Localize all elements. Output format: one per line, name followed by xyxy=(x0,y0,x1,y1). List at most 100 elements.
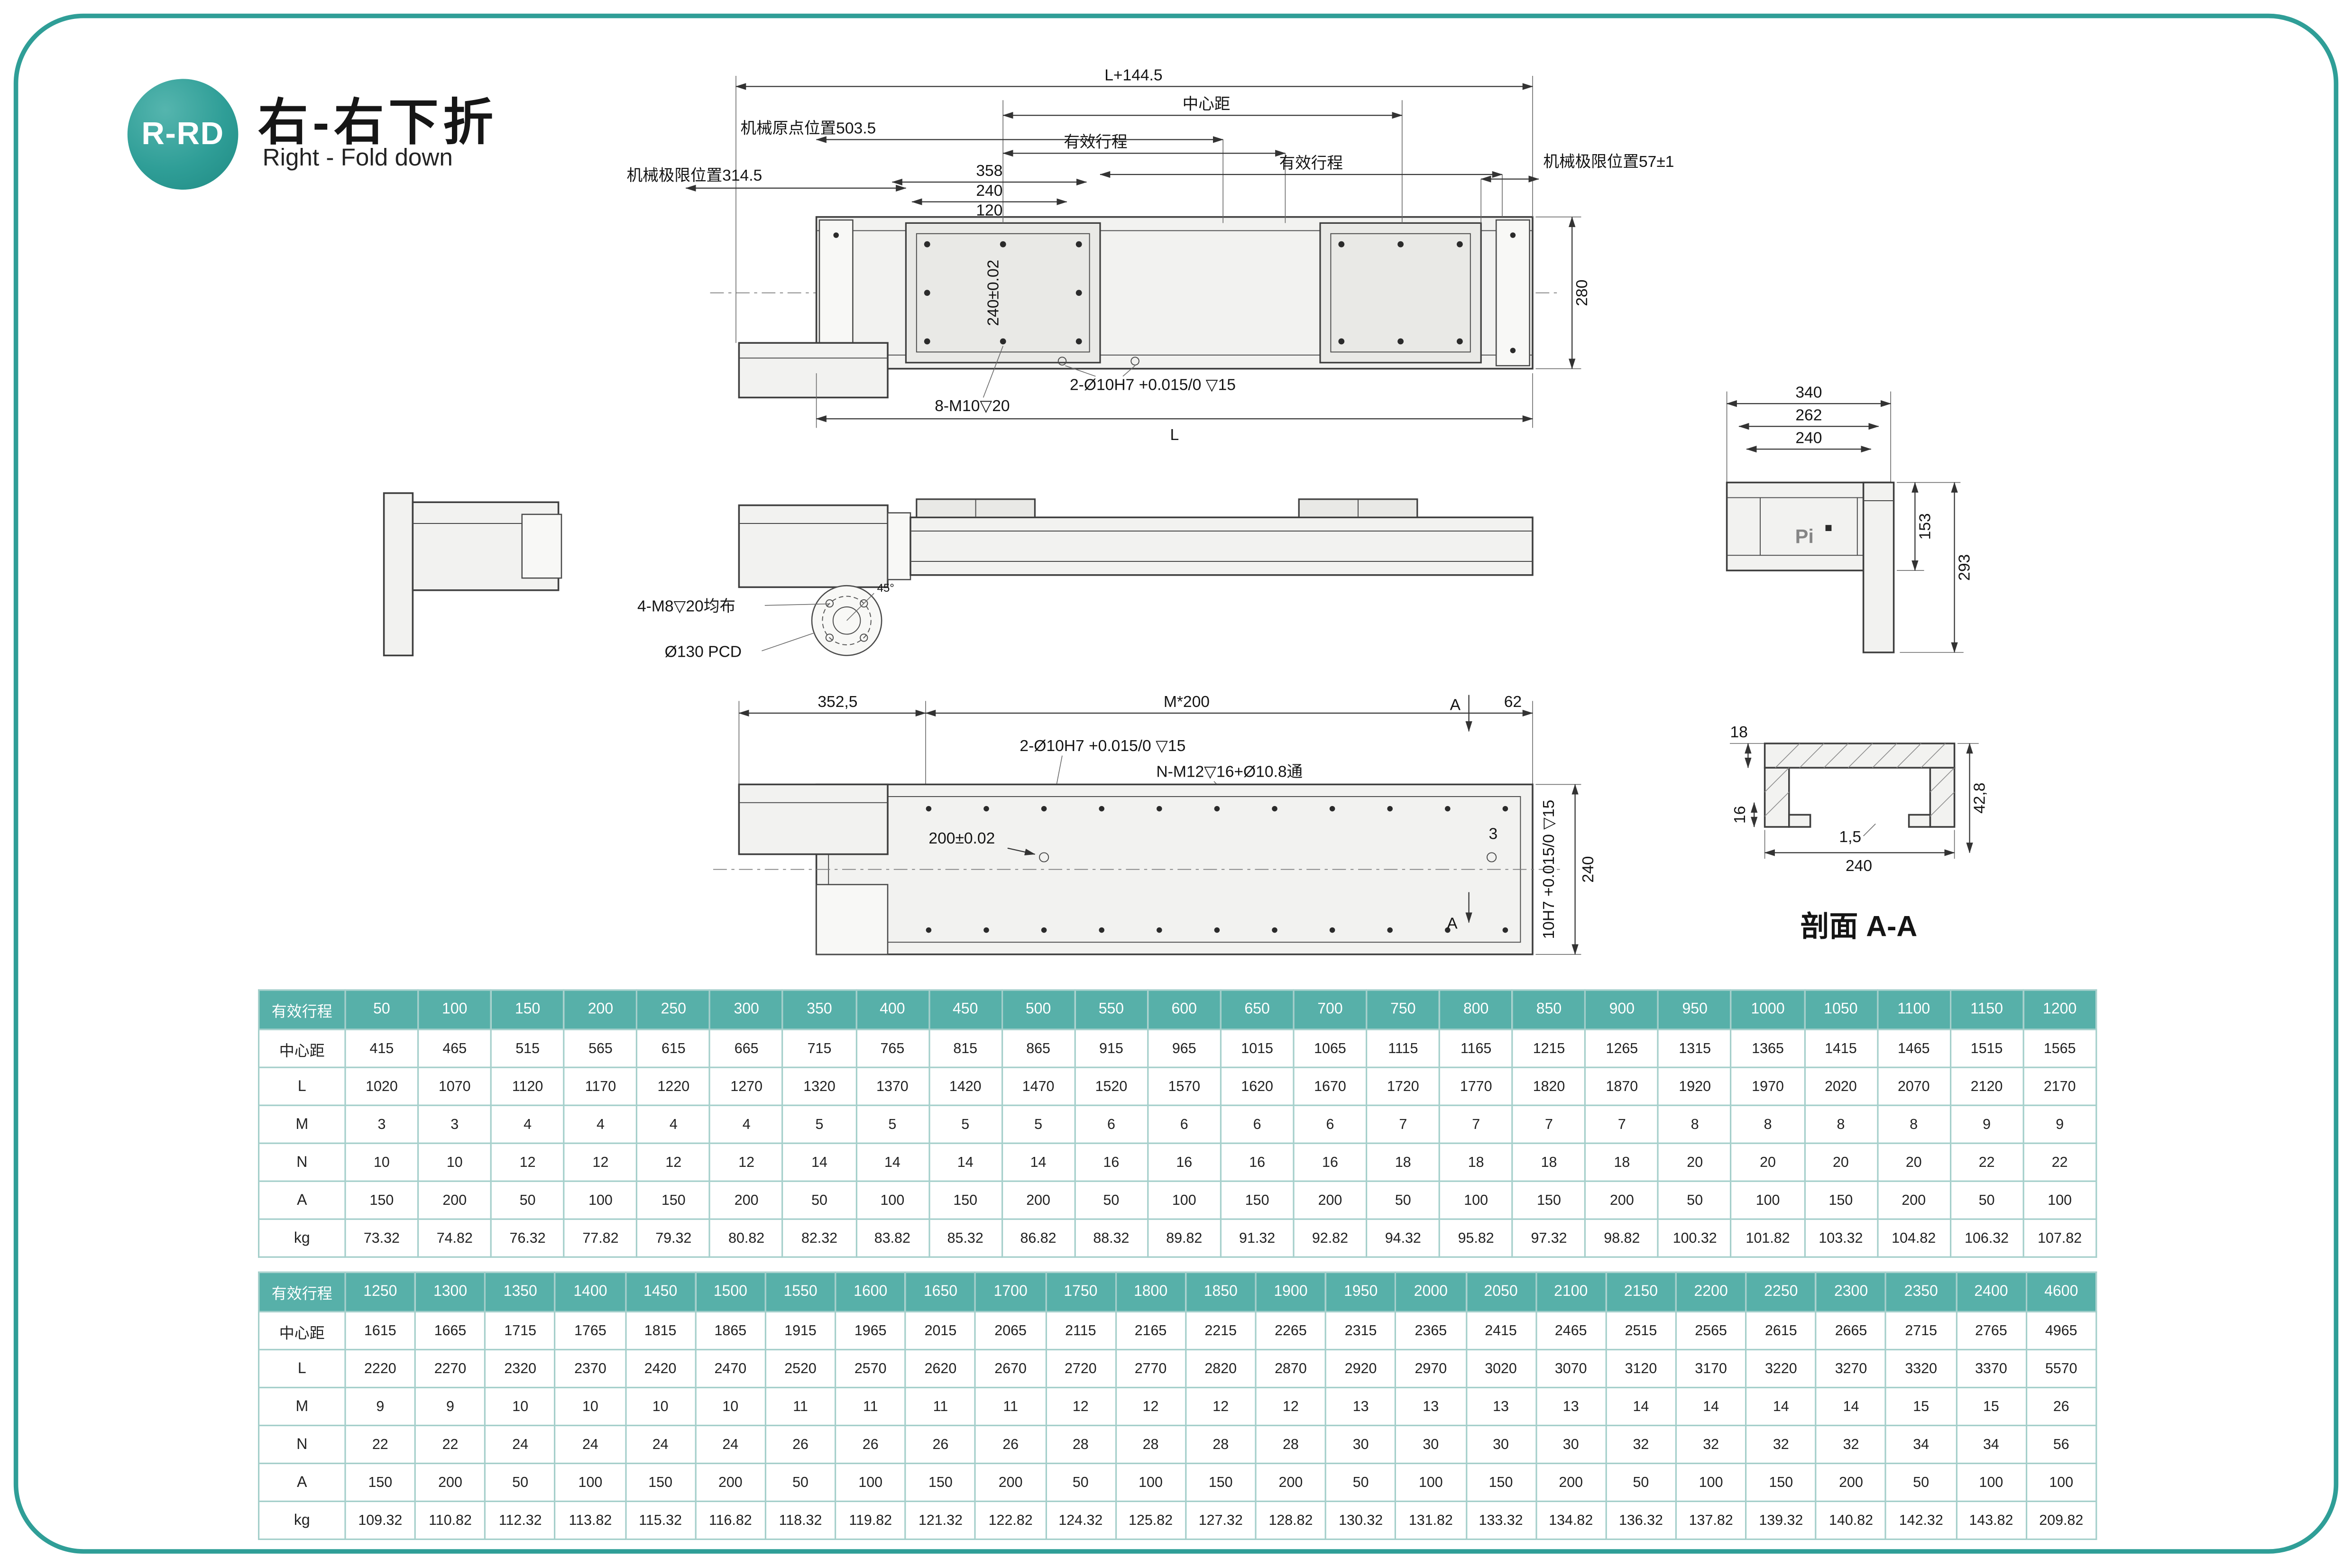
table-cell: 100 xyxy=(1955,1462,2027,1503)
dim-label: 240 xyxy=(976,182,1002,200)
table-cell: 109.32 xyxy=(344,1500,416,1540)
table-cell: 550 xyxy=(1074,989,1148,1030)
table-cell: 122.82 xyxy=(974,1500,1047,1540)
table-cell: 2200 xyxy=(1675,1271,1747,1313)
table-cell: 5 xyxy=(782,1104,857,1144)
table-cell: 32 xyxy=(1605,1424,1677,1465)
dim-label: 358 xyxy=(976,162,1002,180)
table-cell: L xyxy=(258,1066,346,1106)
table-cell: 650 xyxy=(1220,989,1295,1030)
table-cell: 100 xyxy=(835,1462,907,1503)
table-cell: 34 xyxy=(1885,1424,1957,1465)
table-cell: 28 xyxy=(1255,1424,1327,1465)
table-cell: 1315 xyxy=(1657,1028,1732,1068)
table-cell: 113.82 xyxy=(554,1500,626,1540)
table-cell: 2470 xyxy=(694,1348,766,1389)
dim-label: 240 xyxy=(1795,429,1822,447)
table-cell: 915 xyxy=(1074,1028,1148,1068)
table-cell: 700 xyxy=(1293,989,1368,1030)
table-cell: 24 xyxy=(625,1424,697,1465)
table-cell: 200 xyxy=(1293,1180,1368,1220)
table-cell: N xyxy=(258,1142,346,1182)
table-cell: 2165 xyxy=(1115,1311,1187,1351)
table-cell: 14 xyxy=(782,1142,857,1182)
table-cell: 465 xyxy=(417,1028,492,1068)
table-cell: 74.82 xyxy=(417,1218,492,1258)
table-cell: 24 xyxy=(484,1424,556,1465)
table-cell: 2400 xyxy=(1955,1271,2027,1313)
table-cell: 2520 xyxy=(764,1348,836,1389)
table-cell: 415 xyxy=(344,1028,419,1068)
end-view: 340 262 240 Pi 153 293 xyxy=(1726,384,1974,653)
table-cell: 12 xyxy=(1115,1386,1187,1427)
table-cell: 24 xyxy=(694,1424,766,1465)
table-cell: 4600 xyxy=(2025,1271,2097,1313)
table-cell: 13 xyxy=(1395,1386,1467,1427)
table-cell: 300 xyxy=(709,989,784,1030)
dim-label: 120 xyxy=(976,202,1002,219)
table-cell: 765 xyxy=(855,1028,930,1068)
dim-label: 机械极限位置57±1 xyxy=(1543,153,1674,171)
table-cell: 11 xyxy=(764,1386,836,1427)
table-cell: 3020 xyxy=(1465,1348,1537,1389)
table-cell: 9 xyxy=(2022,1104,2097,1144)
table-cell: 1250 xyxy=(344,1271,416,1313)
table-cell: 1865 xyxy=(694,1311,766,1351)
table-cell: 14 xyxy=(1815,1386,1887,1427)
table-cell: 500 xyxy=(1001,989,1076,1030)
table-cell: 118.32 xyxy=(764,1500,836,1540)
table-cell: 3270 xyxy=(1815,1348,1887,1389)
table-cell: 800 xyxy=(1439,989,1514,1030)
dim-label: 中心距 xyxy=(1183,95,1231,113)
table-cell: 2265 xyxy=(1255,1311,1327,1351)
table-cell: 2870 xyxy=(1255,1348,1327,1389)
table-cell: 97.32 xyxy=(1511,1218,1587,1258)
table-cell: 515 xyxy=(490,1028,565,1068)
table-cell: 4 xyxy=(490,1104,565,1144)
table-cell: 50 xyxy=(1045,1462,1117,1503)
table-cell: 10 xyxy=(625,1386,697,1427)
dim-label: 8-M10▽20 xyxy=(935,397,1010,415)
fold-motor-detail-view xyxy=(383,492,562,657)
table-cell: 11 xyxy=(974,1386,1047,1427)
dim-label: N-M12▽16+Ø10.8通 xyxy=(1156,763,1303,780)
table-cell: 10 xyxy=(484,1386,556,1427)
table-cell: 86.82 xyxy=(1001,1218,1076,1258)
model-badge: R-RD xyxy=(127,79,239,190)
section-marker-label: A xyxy=(1447,915,1458,932)
table-cell: 3370 xyxy=(1955,1348,2027,1389)
table-cell: 1370 xyxy=(855,1066,930,1106)
table-cell: 6 xyxy=(1147,1104,1222,1144)
table-cell: 100 xyxy=(563,1180,638,1220)
dim-label: 352,5 xyxy=(818,693,857,711)
table-cell: 2765 xyxy=(1955,1311,2027,1351)
table-cell: 2665 xyxy=(1815,1311,1887,1351)
table-cell: 1465 xyxy=(1876,1028,1951,1068)
model-badge-label: R-RD xyxy=(141,116,224,151)
table-cell: 2150 xyxy=(1605,1271,1677,1313)
table-cell: 18 xyxy=(1584,1142,1659,1182)
table-cell: 12 xyxy=(1255,1386,1327,1427)
table-cell: 1715 xyxy=(484,1311,556,1351)
table-cell: M xyxy=(258,1104,346,1144)
table-cell: 94.32 xyxy=(1366,1218,1441,1258)
table-cell: 139.32 xyxy=(1745,1500,1817,1540)
table-cell: 150 xyxy=(1220,1180,1295,1220)
table-cell: 115.32 xyxy=(625,1500,697,1540)
table-cell: 2415 xyxy=(1465,1311,1537,1351)
table-cell: 2015 xyxy=(904,1311,976,1351)
table-cell: 100 xyxy=(1395,1462,1467,1503)
table-cell: 2115 xyxy=(1045,1311,1117,1351)
table-cell: 8 xyxy=(1803,1104,1878,1144)
table-cell: 1300 xyxy=(414,1271,487,1313)
table-cell: L xyxy=(258,1348,346,1389)
table-cell: 1750 xyxy=(1045,1271,1117,1313)
table-cell: 14 xyxy=(1001,1142,1076,1182)
table-cell: 50 xyxy=(782,1180,857,1220)
table-cell: 16 xyxy=(1074,1142,1148,1182)
